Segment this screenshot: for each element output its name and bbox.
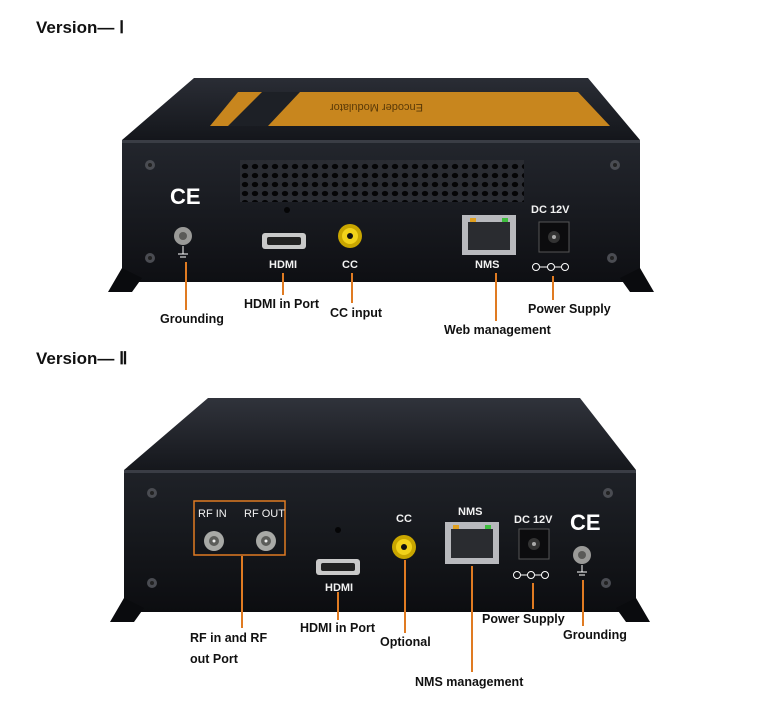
panel-label-hdmi: HDMI [325,582,354,594]
vent-grille [240,160,524,202]
panel-label-rf-in: RF IN [198,508,227,520]
panel-label-cc: CC [396,513,412,525]
panel-label-dc: DC 12V [531,204,570,216]
callout-nms-management: NMS management [415,675,524,689]
panel-label-nms: NMS [475,259,500,271]
callout-power-supply-v2: Power Supply [482,612,565,626]
panel-label-nms: NMS [458,506,483,518]
callout-line-power [552,276,554,300]
callout-line-power [532,583,534,609]
panel-label-dc: DC 12V [514,514,553,526]
ce-mark: CE [570,510,601,535]
panel-label-rf-out: RF OUT [244,508,285,520]
callout-line-optional [404,560,406,633]
callout-line-hdmi [282,273,284,295]
rf-ports-highlight-box [193,500,286,556]
callout-hdmi-in-v2: HDMI in Port [300,621,375,635]
callout-line-nms [471,566,473,672]
callout-optional: Optional [380,635,431,649]
callout-rf-in-out-line2: out Port [190,652,238,666]
orange-label-stripe [210,92,610,126]
version-1-heading: Version— Ⅰ [36,18,125,37]
callout-line-grounding [185,262,187,310]
callout-grounding-v1: Grounding [160,312,224,326]
callout-cc-input: CC input [330,306,383,320]
callout-power-supply-v1: Power Supply [528,302,611,316]
callout-grounding-v2: Grounding [563,628,627,642]
version-2-heading: Version— Ⅱ [36,349,128,368]
callout-hdmi-in-v1: HDMI in Port [244,297,319,311]
callout-rf-in-out-line1: RF in and RF [190,631,268,645]
callout-web-management: Web management [444,323,551,337]
callout-line-cc [351,273,353,303]
callout-line-grounding [582,580,584,626]
callout-line-web [495,273,497,321]
panel-label-cc: CC [342,259,358,271]
callout-line-rf [241,556,243,628]
callout-line-hdmi [337,592,339,620]
panel-label-hdmi: HDMI [269,259,298,271]
ce-mark: CE [170,184,201,209]
